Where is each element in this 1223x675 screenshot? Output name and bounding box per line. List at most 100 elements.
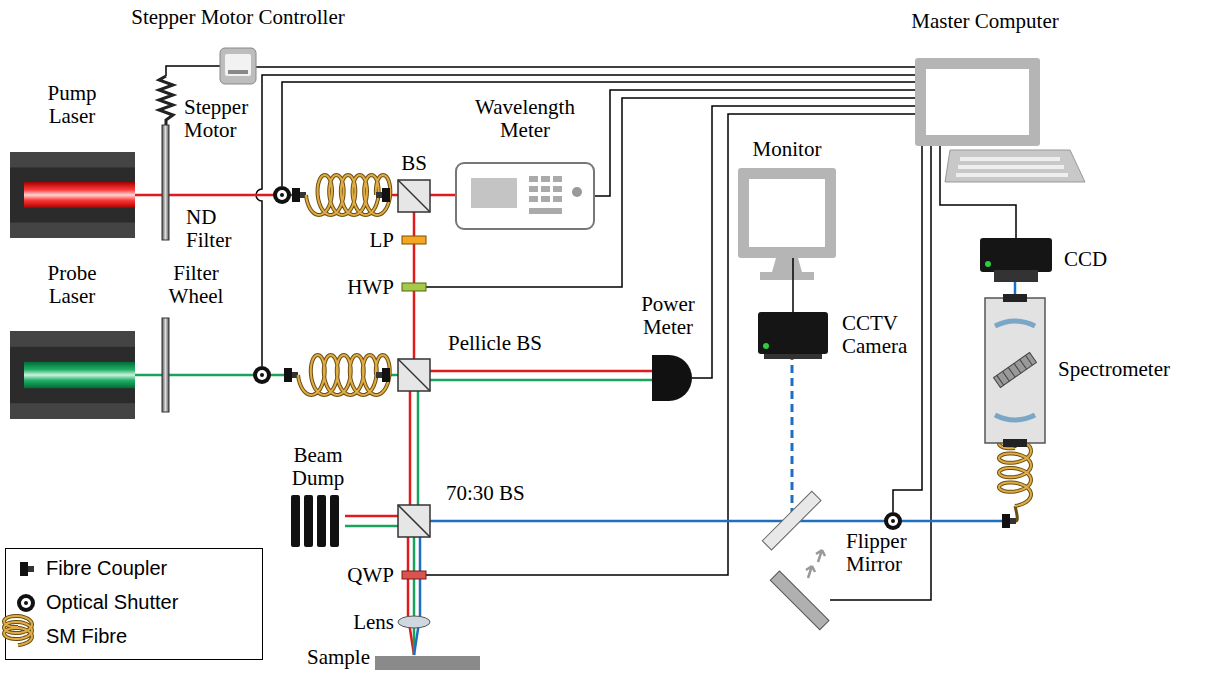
probe-beam [417,391,420,505]
wavelength-meter-shape [553,176,562,182]
pump-laser-shape [10,152,135,167]
wavelength-meter: Wavelength Meter [455,162,595,230]
cctv-camera-shape [763,343,769,349]
signal-beam [430,520,1002,523]
control-wire [166,66,220,76]
sm-fibre [306,175,390,215]
stepper-coil [159,76,173,125]
computer-keyboard [945,150,1085,182]
wavelength-meter-shape [529,208,562,214]
spectrometer-shape [995,415,1035,420]
fibre-coupler [20,562,28,576]
wavelength-meter-shape [471,178,517,208]
fibre-coupler [376,372,382,378]
device-label: Stepper Motor Controller [131,6,344,29]
device-label: Pump Laser [47,82,96,128]
motor-controller-shape [220,48,256,84]
sm-fibre [999,439,1031,506]
wavelength-meter-shape [553,196,562,202]
monitor-shape [738,168,836,258]
cctv-camera-shape [764,354,822,359]
device-label: Power Meter [641,293,695,339]
motor-controller-shape [220,48,256,84]
control-wire [426,98,915,287]
wavelength-meter-shape [541,196,550,202]
cctv-camera-shape [758,312,828,354]
optical-shutter [17,594,35,612]
beam-dump [304,495,313,547]
wavelength-meter-shape [529,176,538,182]
legend-row: SM Fibre [46,625,127,647]
probe-beam [430,379,652,382]
component-label: Lens [353,611,394,634]
fibre-coupler [28,566,34,572]
ccd-camera-shape [980,238,1052,282]
spectrometer-shape [1014,363,1021,373]
component-label: Sample [307,646,370,669]
monitor-stand [760,272,814,280]
spectrometer-shape [1008,367,1015,377]
beam-splitter [398,359,430,391]
fibre-coupler [20,562,34,576]
power-meter-shape [652,355,692,401]
sm-fibre [306,175,390,215]
probe-beam [345,525,398,528]
pump-laser-shape [10,152,135,238]
pump-beam [408,537,414,655]
pump-laser-shape [24,182,135,208]
master-computer: Master Computer [915,58,1040,146]
component-label: QWP [347,564,394,587]
pump-laser-shape [10,223,135,238]
ccd-camera-shape [985,261,991,267]
probe-laser-shape [10,403,135,419]
computer-keyboard [960,157,1060,161]
control-wire [426,114,915,575]
monitor-shape [738,168,836,258]
spectrometer: Spectrometer [985,298,1045,443]
motor-controller-shape [225,54,251,76]
lens [398,616,430,628]
sm-fibre [1015,506,1017,521]
spectrometer-shape [1003,371,1010,381]
beam-dump [317,495,326,547]
optical-shutter [277,190,287,200]
fibre-coupler [1002,514,1010,528]
legend-row: Fibre Coupler [46,557,167,579]
probe-beam [135,374,284,377]
optical-shutter [891,519,895,523]
component-label: Beam Dump [292,444,345,490]
fibre-coupler [292,188,306,202]
beam-dump [291,495,300,547]
device-label: CCTV Camera [842,312,907,358]
master-computer-shape [926,69,1029,135]
pump-beam [409,391,412,505]
computer-keyboard [945,150,1085,182]
component-label: BS [401,152,427,175]
fibre-coupler [1002,514,1016,528]
optical-shutter [884,512,902,530]
device-label: Wavelength Meter [475,96,575,142]
probe-laser-shape [10,331,135,419]
sample [375,656,480,670]
spectrometer-shape [985,298,1045,443]
computer-keyboard [958,165,1064,169]
optical-shutter [257,370,267,380]
sm-fibre [298,355,390,395]
beam-splitter [398,359,430,391]
monitor-stand [772,258,802,272]
fibre-coupler [1010,518,1016,524]
nd-filter [162,125,169,240]
fibre-coupler [382,368,390,382]
pump-beam [135,194,292,197]
sm-fibre [999,439,1031,506]
wavelength-meter-shape [529,186,538,192]
ccd-camera: CCD [980,238,1052,282]
beam-splitter [398,180,430,212]
wavelength-meter-shape [541,186,550,192]
spectrometer-shape [995,321,1035,326]
flipper-mirror [816,550,825,562]
sm-fibre [4,616,32,645]
spectrometer-shape [1003,439,1027,447]
probe-laser-shape [10,331,135,347]
